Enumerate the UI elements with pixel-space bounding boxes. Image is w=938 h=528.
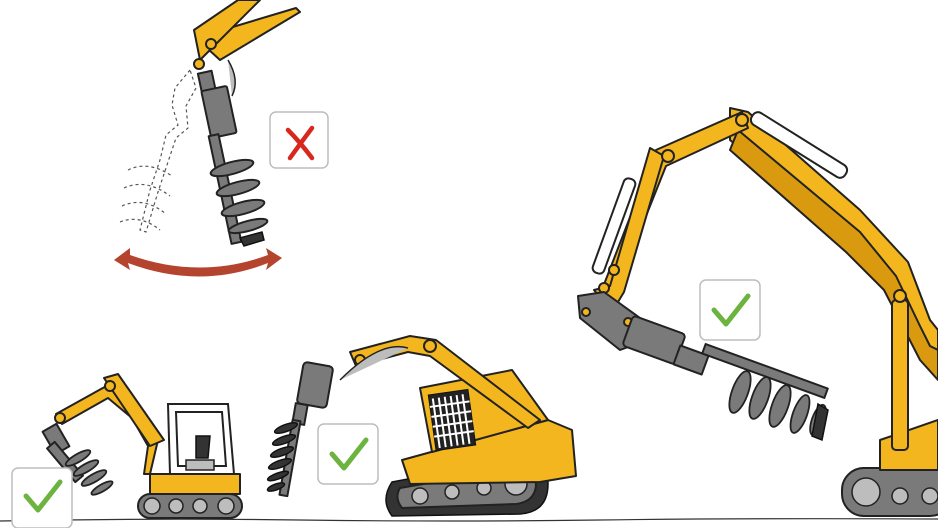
ground-line	[0, 519, 938, 521]
ghost-auger	[120, 70, 196, 232]
swing-arrow	[114, 248, 282, 277]
incorrect-badge	[270, 112, 328, 168]
correct-badge-track-loader	[318, 424, 378, 484]
correct-badge-large-excavator	[700, 280, 760, 340]
correct-badge-mini-excavator	[12, 468, 72, 528]
compact-track-loader	[267, 336, 576, 516]
